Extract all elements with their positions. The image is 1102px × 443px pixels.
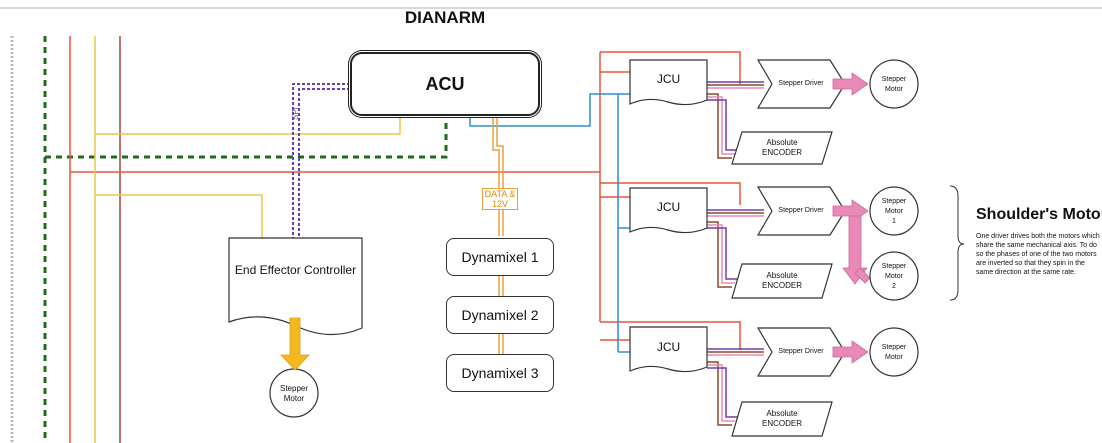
motor-s1-line3: 1	[892, 218, 896, 225]
motor-top-line2: Motor	[885, 86, 903, 93]
motor-s2-line3: 2	[892, 283, 896, 290]
motor-bottom-line1: Stepper	[881, 344, 907, 351]
motor-bottom-circle	[869, 327, 919, 377]
ee-motor-line2: Motor	[283, 394, 305, 403]
acu-label: ACU	[425, 73, 465, 94]
encoder-middle-line2: ENCODER	[761, 281, 802, 290]
motor-top-circle	[869, 59, 919, 109]
jcu-bottom-shape	[629, 326, 708, 373]
encoder-bottom-label: Absolute ENCODER	[737, 409, 827, 429]
dynamixel-1: Dynamixel 1	[446, 238, 554, 276]
jcu-middle-shape	[629, 187, 708, 234]
encoder-bottom-line1: Absolute	[766, 409, 798, 418]
stepper-driver-bottom-shape	[756, 327, 846, 377]
stepper-driver-top-shape	[756, 59, 846, 109]
motor-s1-line2: Motor	[885, 208, 903, 215]
stepper-driver-middle-label: Stepper Driver	[778, 207, 824, 214]
acu-box: ACU	[350, 52, 540, 116]
motor-s2-circle	[869, 251, 919, 301]
motor-top-label: Stepper Motor	[870, 75, 918, 95]
end-effector-label: End Effector Controller	[234, 263, 357, 277]
dynamixel-3-label: Dynamixel 3	[461, 365, 539, 381]
jcu-top-shape	[629, 59, 708, 106]
encoder-bottom-line2: ENCODER	[761, 419, 802, 428]
motor-s1-label: Stepper Motor 1	[870, 197, 918, 227]
shoulder-title: Shoulder's Motors	[976, 206, 1102, 223]
spi-label: SPI	[291, 107, 300, 120]
gold-arrow-icon	[280, 317, 310, 371]
ee-motor-line1: Stepper	[279, 384, 309, 393]
diagram-title: DIANARM	[404, 8, 486, 27]
shoulder-brace	[949, 185, 965, 301]
jcu-wiring-top	[707, 81, 764, 159]
motor-s2-line2: Motor	[885, 273, 903, 280]
motor-s2-label: Stepper Motor 2	[870, 262, 918, 292]
motor-s1-circle	[869, 186, 919, 236]
dynamixel-2-label: Dynamixel 2	[461, 307, 539, 323]
encoder-top-line1: Absolute	[766, 138, 798, 147]
jcu-middle-label: JCU	[656, 200, 681, 214]
motor-bottom-line2: Motor	[885, 354, 903, 361]
encoder-top-line2: ENCODER	[761, 148, 802, 157]
jcu-bottom-label: JCU	[656, 340, 681, 354]
encoder-middle-label: Absolute ENCODER	[737, 271, 827, 291]
encoder-bottom-shape	[731, 401, 833, 437]
jcu-wiring-bottom	[707, 348, 764, 426]
stepper-driver-top-label: Stepper Driver	[778, 80, 824, 87]
encoder-middle-line1: Absolute	[766, 271, 798, 280]
ee-motor-label: Stepper Motor	[270, 384, 318, 404]
motor-bottom-label: Stepper Motor	[870, 343, 918, 363]
stepper-driver-middle-shape	[756, 186, 846, 236]
motor-s1-line1: Stepper	[881, 198, 907, 205]
jcu-top-label: JCU	[656, 72, 681, 86]
dynamixel-3: Dynamixel 3	[446, 354, 554, 392]
encoder-top-shape	[731, 131, 833, 165]
stepper-driver-bottom-label: Stepper Driver	[778, 348, 824, 355]
data-12v-label: DATA & 12V	[482, 188, 518, 210]
motor-top-line1: Stepper	[881, 76, 907, 83]
encoder-top-label: Absolute ENCODER	[737, 138, 827, 158]
dynamixel-2: Dynamixel 2	[446, 296, 554, 334]
dynamixel-1-label: Dynamixel 1	[461, 249, 539, 265]
jcu-wiring-middle	[707, 209, 764, 288]
pink-arrows	[832, 72, 871, 364]
shoulder-description: One driver drives both the motors which …	[976, 233, 1100, 276]
motor-s2-line1: Stepper	[881, 263, 907, 270]
encoder-middle-shape	[731, 263, 833, 299]
